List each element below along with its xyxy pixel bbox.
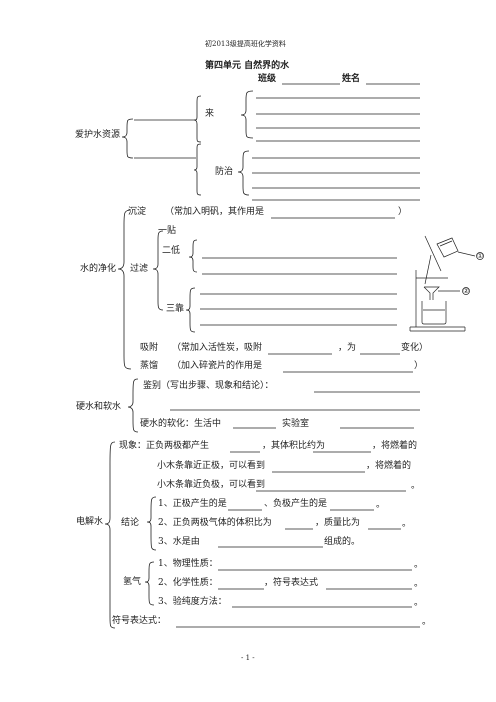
sankao-label: 三靠 [166,304,185,314]
unit-title: 第四单元 自然界的水 [205,61,290,71]
guolv-label: 过滤 [130,264,149,274]
zhengliu-note: （加入碎瓷片的作用是 [172,361,263,371]
xianxiang-2: 小木条靠近正极，可以看到 [157,461,266,471]
erdi-label: 二低 [162,246,181,256]
zhengliu-close: ） [414,361,424,371]
qingqi-label: 氢气 [123,577,142,587]
qingqi-1: 1、物理性质： [158,559,218,569]
laiyuan-label: 来 [205,109,215,119]
yitie-label: 一贴 [158,226,177,236]
jielun-2b: ，质量比为 [315,518,361,528]
jielun-label: 结论 [121,518,140,528]
sec1-label: 爱护水资源 [75,130,121,140]
shiyanshi-text: 实验室 [282,419,310,429]
qingqi-3: 3、验纯度方法： [158,597,227,607]
jielun-3b: 组成的。 [324,537,361,547]
xianxiang-1b: ，其体积比约为 [262,441,326,451]
xianxiang-period: 。 [411,481,421,491]
xianxiang-1c: ，将燃着的 [372,441,418,451]
sec3-label: 硬水和软水 [76,402,122,412]
jielun-2: 2、正负两极气体的体积比为 [158,518,272,528]
ruanhua-text: 硬水的软化：生活中 [140,419,222,429]
jielun-1: 1、正极产生的是 [158,499,227,509]
qingqi-2b: ，符号表达式 [264,578,319,588]
xifu-note: （常加入活性炭，吸附 [172,343,263,353]
callout-1: ① [477,252,484,260]
class-label: 班级 [258,74,277,84]
page-number: - 1 - [241,654,255,662]
page-header: 初2013级提高班化学资料 [205,40,286,48]
callout-2: ② [463,287,470,295]
xianxiang-2b: ，将燃着的 [366,461,412,471]
fangzhi-label: 防治 [215,167,234,177]
fuhao-label: 符号表达式： [112,616,167,626]
qingqi-3-period: 。 [414,598,424,608]
jianbie-text: 鉴别（写出步骤、现象和结论）： [143,381,274,391]
xianxiang-3: 小木条靠近负极，可以看到 [157,480,266,490]
fuhao-period: 。 [422,617,432,627]
chendian-label: 沉淀 [128,207,147,217]
chendian-close: ） [398,207,408,217]
sec4-label: 电解水 [76,517,104,527]
jielun-3: 3、水是由 [158,537,200,547]
xianxiang-1: 现象：正负两极都产生 [119,441,210,451]
jielun-1-period: 。 [376,500,386,510]
xifu-wei: ，为 [338,343,357,353]
qingqi-2-period: 。 [414,579,424,589]
qingqi-1-period: 。 [414,560,424,570]
xifu-end: 变化） [401,343,429,353]
chendian-note: （常加入明矾，其作用是 [165,207,265,217]
xifu-label: 吸附 [140,343,159,353]
jielun-1b: 、负极产生的是 [264,499,328,509]
qingqi-2: 2、化学性质： [158,578,218,588]
jielun-2-period: 。 [402,519,412,529]
name-label: 姓名 [342,74,361,84]
zhengliu-label: 蒸馏 [140,361,159,371]
sec2-label: 水的净化 [80,264,117,274]
